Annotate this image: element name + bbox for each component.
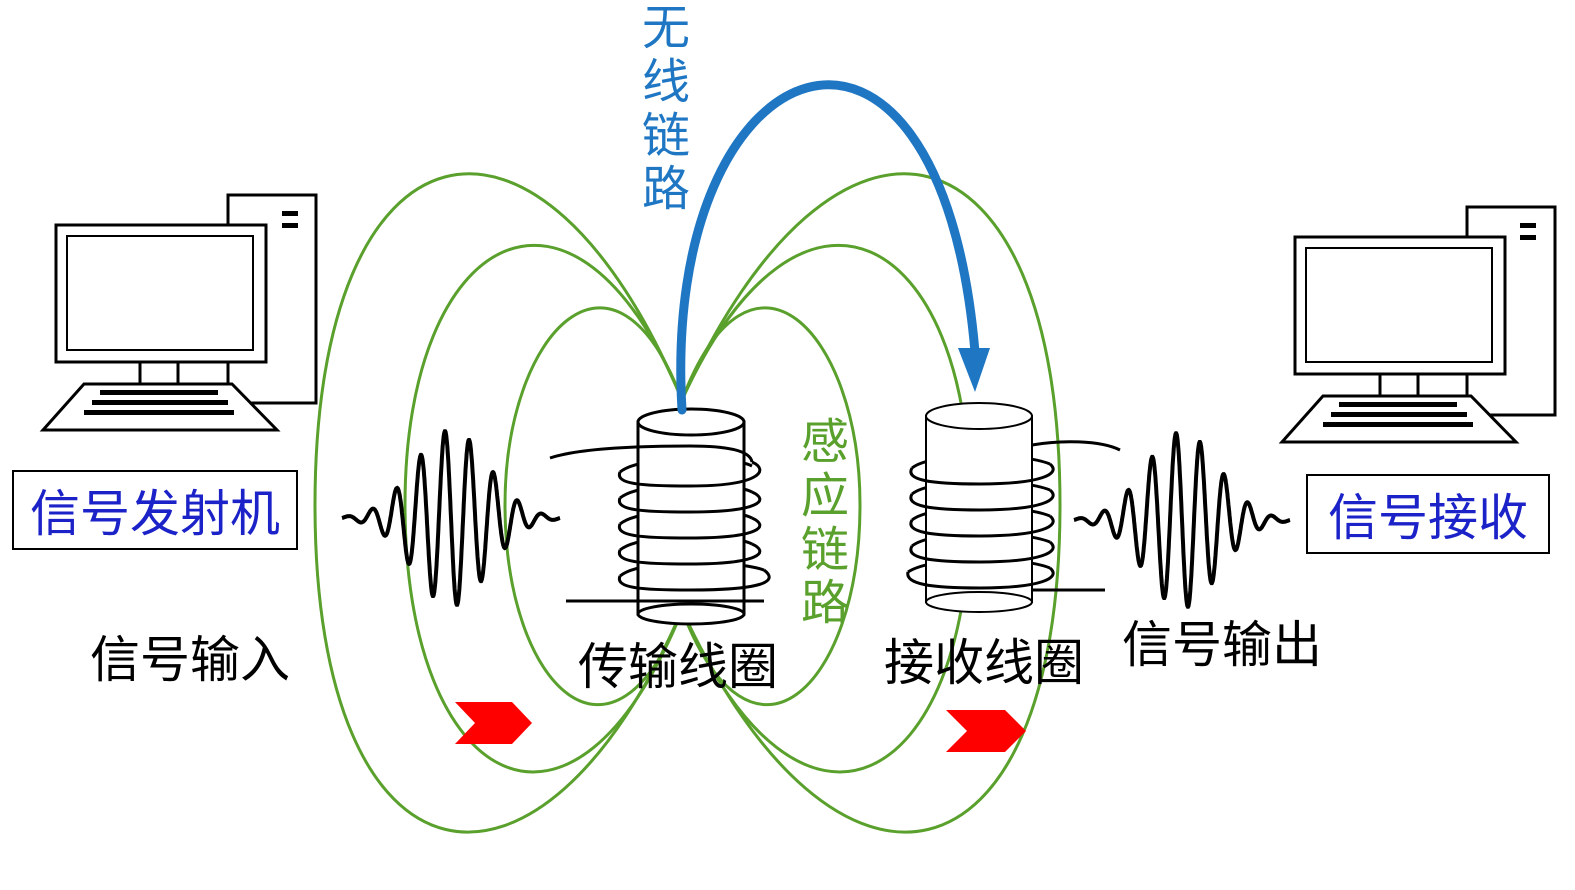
- label-character: 应: [800, 467, 849, 524]
- label-character: 无: [641, 0, 690, 56]
- transmitter-label: 信号发射机: [30, 485, 280, 543]
- chevron-right-icon: [455, 702, 532, 744]
- receiver-label: 信号接收: [1328, 489, 1528, 547]
- label-character: 链: [800, 521, 849, 578]
- field-line-right-outer: [680, 172, 1062, 834]
- signal-output-label: 信号输出: [1122, 616, 1322, 674]
- receiver-computer-icon: [1278, 205, 1557, 444]
- output-signal-wave: [1073, 431, 1291, 609]
- label-character: 链: [641, 107, 690, 164]
- wireless-link-label: 无线链路: [636, 0, 696, 218]
- receive-coil: [906, 402, 1121, 613]
- transmit-coil-front-windings: [617, 460, 771, 592]
- label-character: 路: [800, 575, 849, 632]
- transmitter-label-box: 信号发射机: [12, 470, 298, 550]
- inductive-link-label: 感应链路: [795, 414, 855, 632]
- label-character: 路: [641, 161, 690, 218]
- field-line-left-inner: [503, 306, 684, 706]
- label-character: 感: [800, 414, 849, 470]
- receive-coil-front-windings: [906, 462, 1055, 590]
- rx-coil-label: 接收线圈: [884, 634, 1084, 692]
- field-line-right-inner: [680, 306, 862, 706]
- transmit-coil: [549, 407, 771, 626]
- tx-coil-label: 传输线圈: [578, 638, 778, 696]
- field-line-left-middle: [403, 244, 684, 774]
- field-line-left-outer: [313, 172, 684, 834]
- receiver-label-box: 信号接收: [1306, 474, 1550, 554]
- wireless-link-arrow: [676, 80, 990, 415]
- signal-input-label: 信号输入: [90, 631, 290, 689]
- transmitter-computer-icon: [39, 193, 318, 432]
- input-signal-wave: [341, 429, 561, 607]
- chevron-right-icon: [946, 710, 1026, 752]
- label-character: 线: [641, 53, 690, 110]
